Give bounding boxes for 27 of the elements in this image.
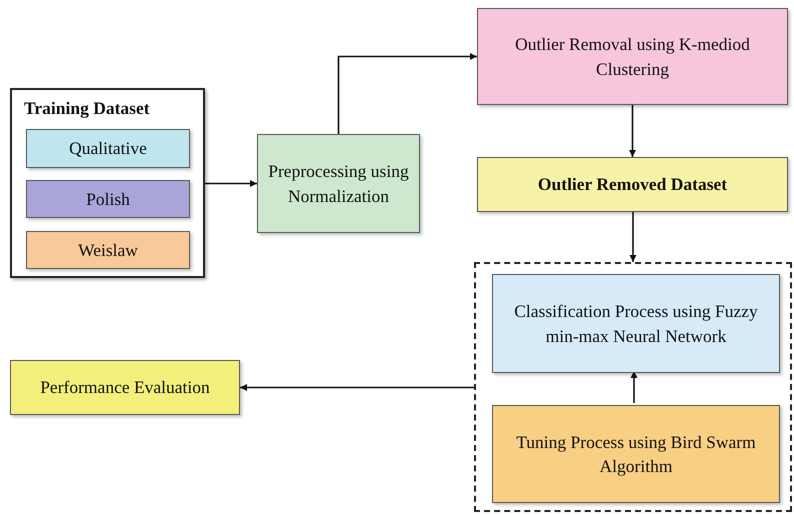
process-box xyxy=(26,231,190,269)
box-text: Performance Evaluation xyxy=(39,376,211,400)
box-text: Outlier Removed Dataset xyxy=(536,173,728,196)
process-box xyxy=(477,8,788,105)
group-title: Training Dataset xyxy=(24,98,150,119)
dashed-group-box xyxy=(474,262,792,512)
process-box xyxy=(492,274,780,373)
box-text: Weislaw xyxy=(77,238,139,262)
box-text: Polish xyxy=(85,188,131,211)
box-text: Tuning Process using Bird Swarm Algorithm xyxy=(515,430,757,478)
box-text: Preprocessing using Normalization xyxy=(267,160,410,208)
process-box xyxy=(257,134,420,233)
box-text: Qualitative xyxy=(68,137,148,160)
box-text: Outlier Removal using K-mediod Clustering xyxy=(514,33,751,81)
dataset-group-box xyxy=(10,88,205,278)
arrow xyxy=(630,212,636,262)
process-box xyxy=(477,157,788,212)
arrow xyxy=(205,180,257,187)
arrow xyxy=(630,371,638,403)
process-box xyxy=(26,129,190,168)
arrow xyxy=(338,53,477,134)
process-box xyxy=(492,405,780,503)
process-box xyxy=(10,360,240,415)
arrow xyxy=(629,105,636,157)
process-box xyxy=(26,180,190,218)
box-text: Classification Process using Fuzzy min-max Neural Network xyxy=(513,300,759,348)
arrow xyxy=(240,384,474,391)
